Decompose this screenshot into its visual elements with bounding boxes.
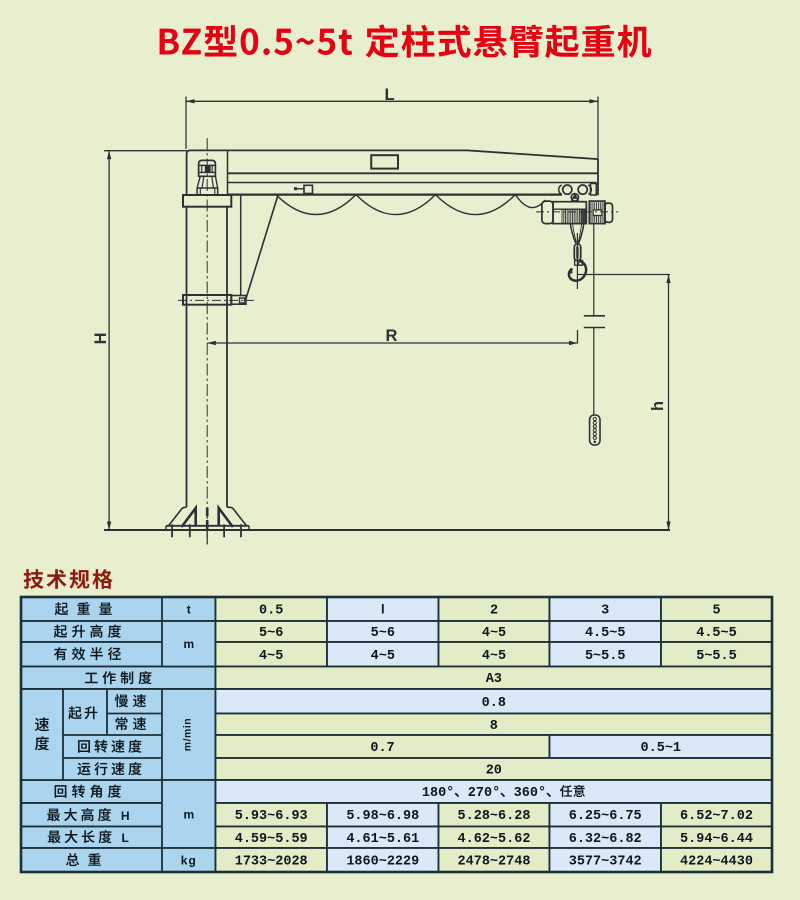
- svg-text:总重: 总重: [66, 850, 110, 870]
- svg-text:5~6: 5~6: [371, 626, 395, 641]
- svg-text:慢速: 慢速: [115, 691, 151, 711]
- svg-text:2478~2748: 2478~2748: [458, 855, 531, 870]
- svg-text:5~6: 5~6: [259, 626, 283, 641]
- svg-text:5.98~6.98: 5.98~6.98: [346, 809, 419, 824]
- svg-text:R: R: [386, 327, 398, 345]
- svg-text:起升高度: 起升高度: [54, 622, 126, 642]
- svg-text:4.62~5.62: 4.62~5.62: [458, 832, 531, 847]
- svg-text:起升: 起升: [68, 703, 100, 723]
- svg-text:最大高度 H: 最大高度 H: [47, 805, 133, 825]
- svg-text:技术规格: 技术规格: [23, 564, 115, 594]
- svg-text:度: 度: [34, 733, 49, 754]
- svg-text:3: 3: [601, 604, 609, 619]
- svg-text:6.32~6.82: 6.32~6.82: [569, 832, 642, 847]
- svg-text:4224~4430: 4224~4430: [680, 855, 753, 870]
- svg-text:2: 2: [490, 604, 498, 619]
- svg-text:kg: kg: [181, 854, 197, 868]
- svg-text:1733~2028: 1733~2028: [235, 855, 308, 870]
- svg-text:0.5~1: 0.5~1: [641, 741, 682, 756]
- svg-text:5.28~6.28: 5.28~6.28: [458, 809, 531, 824]
- svg-text:0.8: 0.8: [482, 696, 506, 711]
- svg-text:m: m: [183, 637, 194, 651]
- svg-text:5.93~6.93: 5.93~6.93: [235, 809, 308, 824]
- svg-text:8: 8: [490, 719, 498, 734]
- svg-text:5~5.5: 5~5.5: [585, 649, 626, 664]
- svg-text:速: 速: [34, 714, 49, 735]
- svg-text:4~5: 4~5: [259, 649, 283, 664]
- svg-text:4.59~5.59: 4.59~5.59: [235, 832, 308, 847]
- svg-text:5~5.5: 5~5.5: [696, 649, 737, 664]
- svg-text:h: h: [649, 401, 667, 411]
- svg-text:4~5: 4~5: [482, 649, 506, 664]
- svg-text:m/min: m/min: [181, 718, 193, 751]
- svg-text:6.52~7.02: 6.52~7.02: [680, 809, 753, 824]
- svg-text:180°、270°、360°、任意: 180°、270°、360°、任意: [422, 781, 586, 801]
- svg-text:4.5~5: 4.5~5: [585, 626, 626, 641]
- svg-text:4.61~5.61: 4.61~5.61: [346, 832, 419, 847]
- svg-text:运行速度: 运行速度: [77, 759, 145, 779]
- svg-text:4~5: 4~5: [371, 649, 395, 664]
- svg-text:H: H: [92, 332, 110, 344]
- svg-text:最大长度 L: 最大长度 L: [47, 827, 132, 847]
- svg-text:0.7: 0.7: [370, 741, 394, 756]
- svg-text:4~5: 4~5: [482, 626, 506, 641]
- svg-text:5.94~6.44: 5.94~6.44: [680, 832, 753, 847]
- svg-text:常速: 常速: [115, 714, 151, 734]
- svg-text:回转速度: 回转速度: [77, 737, 145, 757]
- svg-text:m: m: [183, 808, 194, 822]
- svg-text:起重量: 起重量: [55, 599, 121, 619]
- svg-text:5: 5: [712, 604, 720, 619]
- svg-text:A3: A3: [486, 672, 502, 687]
- svg-text:0.5: 0.5: [259, 604, 283, 619]
- svg-text:BZ型0.5~5t 定柱式悬臂起重机: BZ型0.5~5t 定柱式悬臂起重机: [156, 15, 652, 66]
- svg-text:有效半径: 有效半径: [54, 644, 126, 664]
- svg-text:3577~3742: 3577~3742: [569, 855, 642, 870]
- svg-text:6.25~6.75: 6.25~6.75: [569, 809, 642, 824]
- svg-text:t: t: [187, 603, 191, 617]
- svg-text:l: l: [381, 602, 385, 617]
- svg-text:1860~2229: 1860~2229: [346, 855, 419, 870]
- svg-text:4.5~5: 4.5~5: [696, 626, 737, 641]
- svg-text:回转角度: 回转角度: [54, 782, 126, 802]
- svg-text:工作制度: 工作制度: [84, 668, 156, 688]
- svg-text:20: 20: [486, 764, 502, 779]
- svg-text:L: L: [384, 86, 394, 104]
